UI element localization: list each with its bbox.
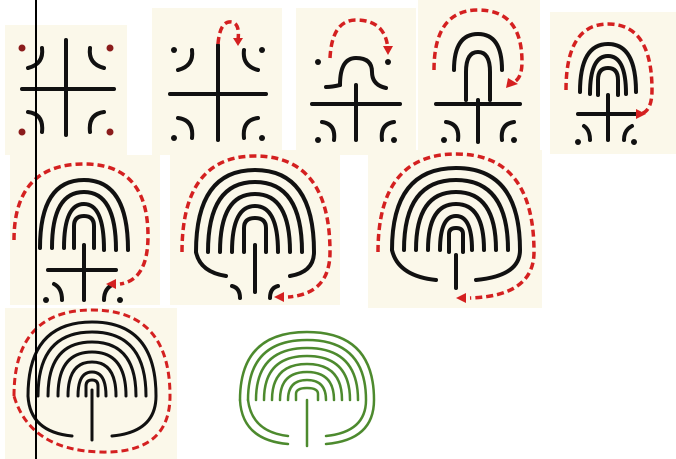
step-5-background <box>550 12 676 154</box>
vertical-divider-line <box>35 0 37 459</box>
final-labyrinth <box>240 332 374 446</box>
